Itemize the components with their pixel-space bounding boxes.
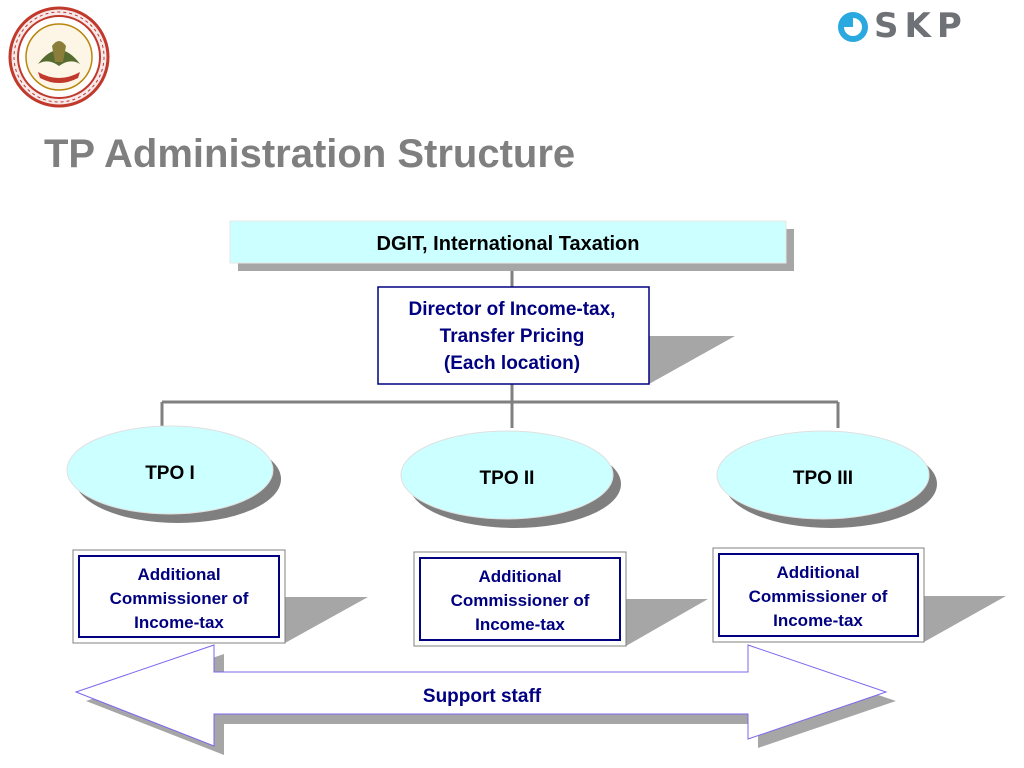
addl-commissioner-node-2: Additional Commissioner of Income-tax	[413, 551, 708, 647]
tpo-3-label: TPO III	[793, 468, 853, 489]
director-node: Director of Income-tax, Transfer Pricing…	[377, 286, 735, 385]
addl-3-label-line1: Additional	[776, 563, 859, 582]
support-arrow	[74, 644, 888, 747]
connectors	[160, 266, 840, 430]
addl-1-label-line1: Additional	[137, 565, 220, 584]
addl-1-label-line3: Income-tax	[134, 613, 224, 632]
skp-logo: SKP	[836, 6, 1016, 48]
addl-commissioner-node-1: Additional Commissioner of Income-tax	[72, 549, 368, 644]
dgit-box	[229, 220, 787, 264]
addl-1-inner-box	[78, 555, 280, 638]
director-box	[377, 286, 650, 385]
support-staff-label: Support staff	[423, 686, 542, 707]
page-title: TP Administration Structure	[44, 132, 576, 176]
tpo-1-oval	[66, 425, 274, 515]
tpo-node-2: TPO II	[400, 430, 621, 528]
addl-1-shadow-wedge	[285, 597, 368, 643]
tpo-node-1: TPO I	[66, 425, 281, 523]
dgit-node: DGIT, International Taxation	[229, 220, 794, 271]
director-label-line2: Transfer Pricing	[440, 326, 585, 347]
addl-2-inner-box	[419, 557, 621, 641]
tpo-3-oval	[716, 430, 930, 520]
tpo-2-oval	[400, 430, 614, 520]
addl-commissioner-node-3: Additional Commissioner of Income-tax	[712, 547, 1006, 643]
tpo-1-label: TPO I	[145, 463, 195, 484]
addl-3-label-line2: Commissioner of	[749, 587, 888, 606]
institute-seal-icon	[8, 6, 110, 108]
addl-2-label-line1: Additional	[478, 567, 561, 586]
dgit-label: DGIT, International Taxation	[377, 233, 640, 255]
tpo-2-label: TPO II	[480, 468, 535, 489]
addl-3-inner-box	[718, 553, 919, 637]
brand-name: SKP	[874, 6, 968, 46]
addl-3-label-line3: Income-tax	[773, 611, 863, 630]
addl-2-shadow-wedge	[626, 599, 708, 646]
director-label-line3: (Each location)	[444, 353, 580, 374]
addl-2-label-line2: Commissioner of	[451, 591, 590, 610]
addl-2-label-line3: Income-tax	[475, 615, 565, 634]
support-staff-node: Support staff	[74, 644, 896, 755]
tpo-node-3: TPO III	[716, 430, 937, 528]
skp-logo-mark-icon	[838, 12, 868, 42]
director-label-line1: Director of Income-tax,	[409, 299, 616, 320]
director-shadow-wedge	[649, 336, 735, 384]
addl-1-label-line2: Commissioner of	[110, 589, 249, 608]
addl-3-shadow-wedge	[924, 596, 1006, 642]
